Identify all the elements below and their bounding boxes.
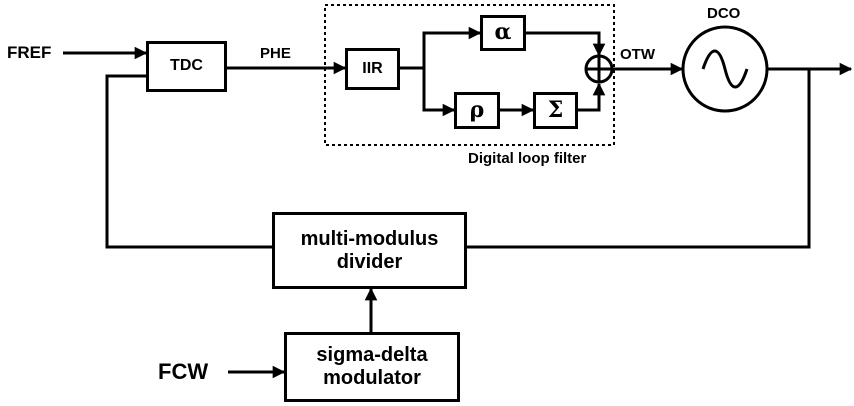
feedback-to-divider-wire — [467, 69, 811, 249]
fref-label: FREF — [7, 43, 52, 62]
digital-loop-filter-boundary — [324, 4, 615, 146]
iir-block-label: IIR — [362, 59, 383, 77]
alpha-to-adder-wire — [526, 31, 606, 57]
divider-label-line1: multi-modulus — [300, 227, 439, 250]
rho-gain-block: ρ — [454, 92, 500, 129]
integrator-label: Σ — [547, 96, 564, 123]
digital-loop-filter-label: Digital loop filter — [468, 150, 587, 167]
phe-label: PHE — [260, 45, 291, 62]
multi-modulus-divider-block: multi-modulus divider — [272, 212, 467, 289]
sdm-label-line1: sigma-delta — [316, 344, 428, 366]
otw-label: OTW — [620, 46, 655, 63]
alpha-gain-label: α — [494, 19, 512, 46]
divider-to-tdc-feedback-wire — [105, 74, 272, 249]
alpha-branch-wire — [422, 26, 482, 68]
adder-symbol — [584, 54, 614, 84]
sigma-delta-modulator-block: sigma-delta modulator — [284, 332, 460, 402]
integrator-block: Σ — [533, 92, 578, 129]
tdc-block: TDC — [146, 41, 227, 92]
iir-block: IIR — [345, 48, 400, 90]
dco-label: DCO — [707, 5, 741, 22]
rho-branch-wire — [422, 68, 456, 117]
tdc-block-label: TDC — [170, 57, 203, 75]
divider-label-line2: divider — [336, 250, 403, 273]
fcw-label: FCW — [158, 359, 209, 384]
alpha-gain-block: α — [480, 15, 526, 51]
sigma-to-adder-wire — [578, 82, 606, 112]
dco-oscillator-symbol — [681, 25, 769, 113]
rho-gain-label: ρ — [469, 96, 485, 123]
sdm-label-line2: modulator — [323, 367, 421, 389]
